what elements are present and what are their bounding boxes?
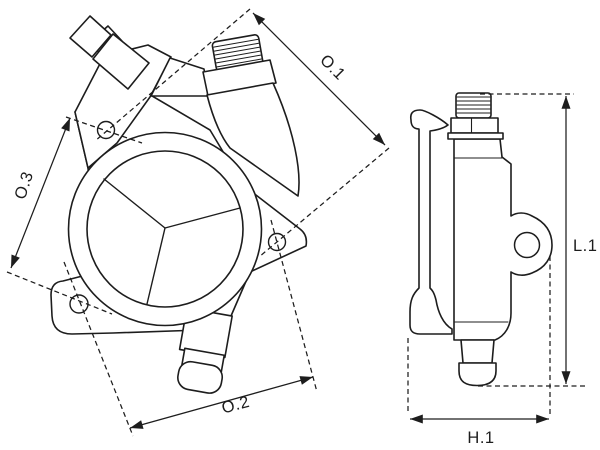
side-flange-plate xyxy=(409,109,453,335)
front-view xyxy=(50,15,308,394)
dim-line-o3 xyxy=(10,117,71,269)
side-collar-plate xyxy=(447,132,504,140)
connector-body xyxy=(92,33,150,90)
dimension-lines xyxy=(10,12,571,429)
dim-label-h1: H.1 xyxy=(467,429,494,447)
dim-line-o1 xyxy=(252,12,386,146)
side-hex-nut xyxy=(450,117,499,134)
ear-hole xyxy=(513,231,541,259)
side-stem xyxy=(460,339,495,364)
side-view xyxy=(409,92,553,387)
dim-label-o1: O.1 xyxy=(316,51,349,84)
dim-line-o2 xyxy=(129,376,314,429)
side-thread-lines xyxy=(456,96,491,114)
dimension-extension-lines xyxy=(6,8,588,437)
side-nipple xyxy=(458,362,497,387)
dim-label-o2: O.2 xyxy=(220,393,252,418)
ring-spokes xyxy=(103,178,241,305)
side-body xyxy=(453,138,553,341)
mounting-hole-top xyxy=(96,120,116,140)
dim-label-l1: L.1 xyxy=(573,237,597,255)
connector-tip xyxy=(69,15,112,58)
dim-label-o3: O.3 xyxy=(11,169,37,201)
